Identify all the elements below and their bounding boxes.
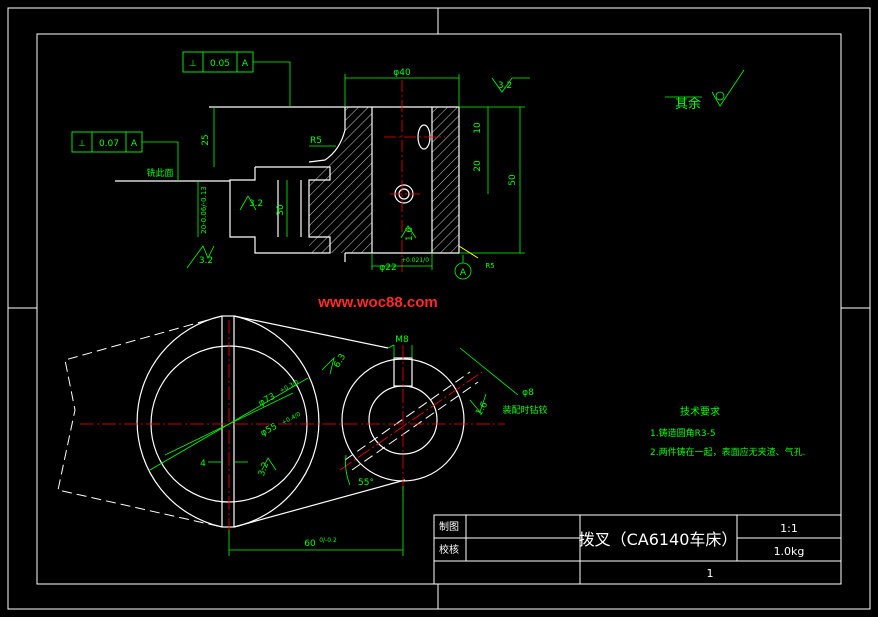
- roughness-other-label: 其余: [675, 96, 701, 112]
- fork-outline: [136, 315, 465, 528]
- title-weight: 1.0kg: [774, 545, 805, 558]
- dim-r5: R5: [310, 136, 322, 146]
- labels: ⊥ 0.05 A ⊥ 0.07 A φ40 3.2 10 20 50 25 R5…: [78, 59, 805, 580]
- tol-lower-datum: A: [131, 139, 138, 149]
- bottom-dimension-lines: [149, 344, 519, 556]
- dim-4: 4: [200, 459, 206, 469]
- roughness-16: 1.6: [474, 400, 490, 418]
- section-hatching: [309, 107, 459, 253]
- tol-upper-value: 0.05: [210, 59, 230, 69]
- roughness-bottom: 3.2: [199, 256, 213, 266]
- dim-dia8: φ8: [522, 388, 534, 398]
- dim-dia73: φ73: [257, 392, 277, 409]
- top-dimension-lines: [142, 61, 745, 280]
- dim-16: 1.6: [405, 227, 415, 242]
- dim-20: 20: [473, 160, 483, 172]
- title-sheet: 1: [707, 567, 714, 580]
- fork-dashed: [57, 315, 479, 528]
- dim-dia40: φ40: [393, 68, 411, 78]
- title-part-name: 拨叉（CA6140车床）: [579, 530, 738, 549]
- roughness-32: 3.2: [257, 461, 271, 478]
- bottom-view: www.woc88.com: [57, 294, 519, 556]
- title-drawn-label: 制图: [439, 520, 459, 533]
- title-scale: 1:1: [780, 522, 798, 535]
- top-view: [71, 51, 745, 280]
- dim-dia22-tol: +0.021/0: [401, 257, 429, 264]
- tol-lower-symbol: ⊥: [78, 139, 86, 149]
- label-cut-face: 铣此面: [146, 167, 173, 179]
- tol-upper-symbol: ⊥: [189, 59, 197, 69]
- roughness-left: 3.2: [249, 199, 263, 209]
- sheet-border: [7, 7, 871, 610]
- dim-50: 50: [508, 174, 518, 186]
- dim-left-height: 20-0.06/-0.13: [200, 186, 208, 234]
- yellow-leader: [458, 245, 479, 259]
- tolerance-frame-lower: [71, 131, 143, 153]
- tech-req-item2: 2.两件铸在一起，表面应无夹渣、气孔.: [650, 446, 805, 458]
- tech-req-item1: 1.铸造圆角R3-5: [650, 427, 716, 439]
- title-checked-label: 校核: [439, 543, 459, 556]
- title-block: [433, 514, 842, 585]
- dim-m8: M8: [395, 335, 409, 345]
- watermark-text: www.woc88.com: [317, 294, 437, 311]
- dim-60: 60: [304, 539, 316, 549]
- dim-dia22: φ22: [379, 263, 396, 273]
- tol-lower-value: 0.07: [99, 139, 119, 149]
- bottom-center-lines: [80, 320, 505, 535]
- tol-upper-datum: A: [242, 59, 249, 69]
- tech-req-title: 技术要求: [680, 405, 720, 418]
- dim-10: 10: [473, 122, 483, 134]
- roughness-top: 3.2: [498, 81, 512, 91]
- top-center-lines: [384, 80, 445, 275]
- dim-60-tol: 0/-0.2: [319, 537, 337, 544]
- datum-a: A: [460, 268, 467, 278]
- assembly-note: 装配时钻铰: [502, 404, 547, 416]
- dim-width-30: 30: [276, 204, 286, 216]
- roughness-63: 6.3: [332, 352, 348, 369]
- dim-25: 25: [201, 134, 211, 145]
- tolerance-frame-upper: [182, 51, 254, 73]
- dim-r5-bottom: R5: [485, 262, 494, 270]
- angle-55: 55°: [358, 478, 374, 488]
